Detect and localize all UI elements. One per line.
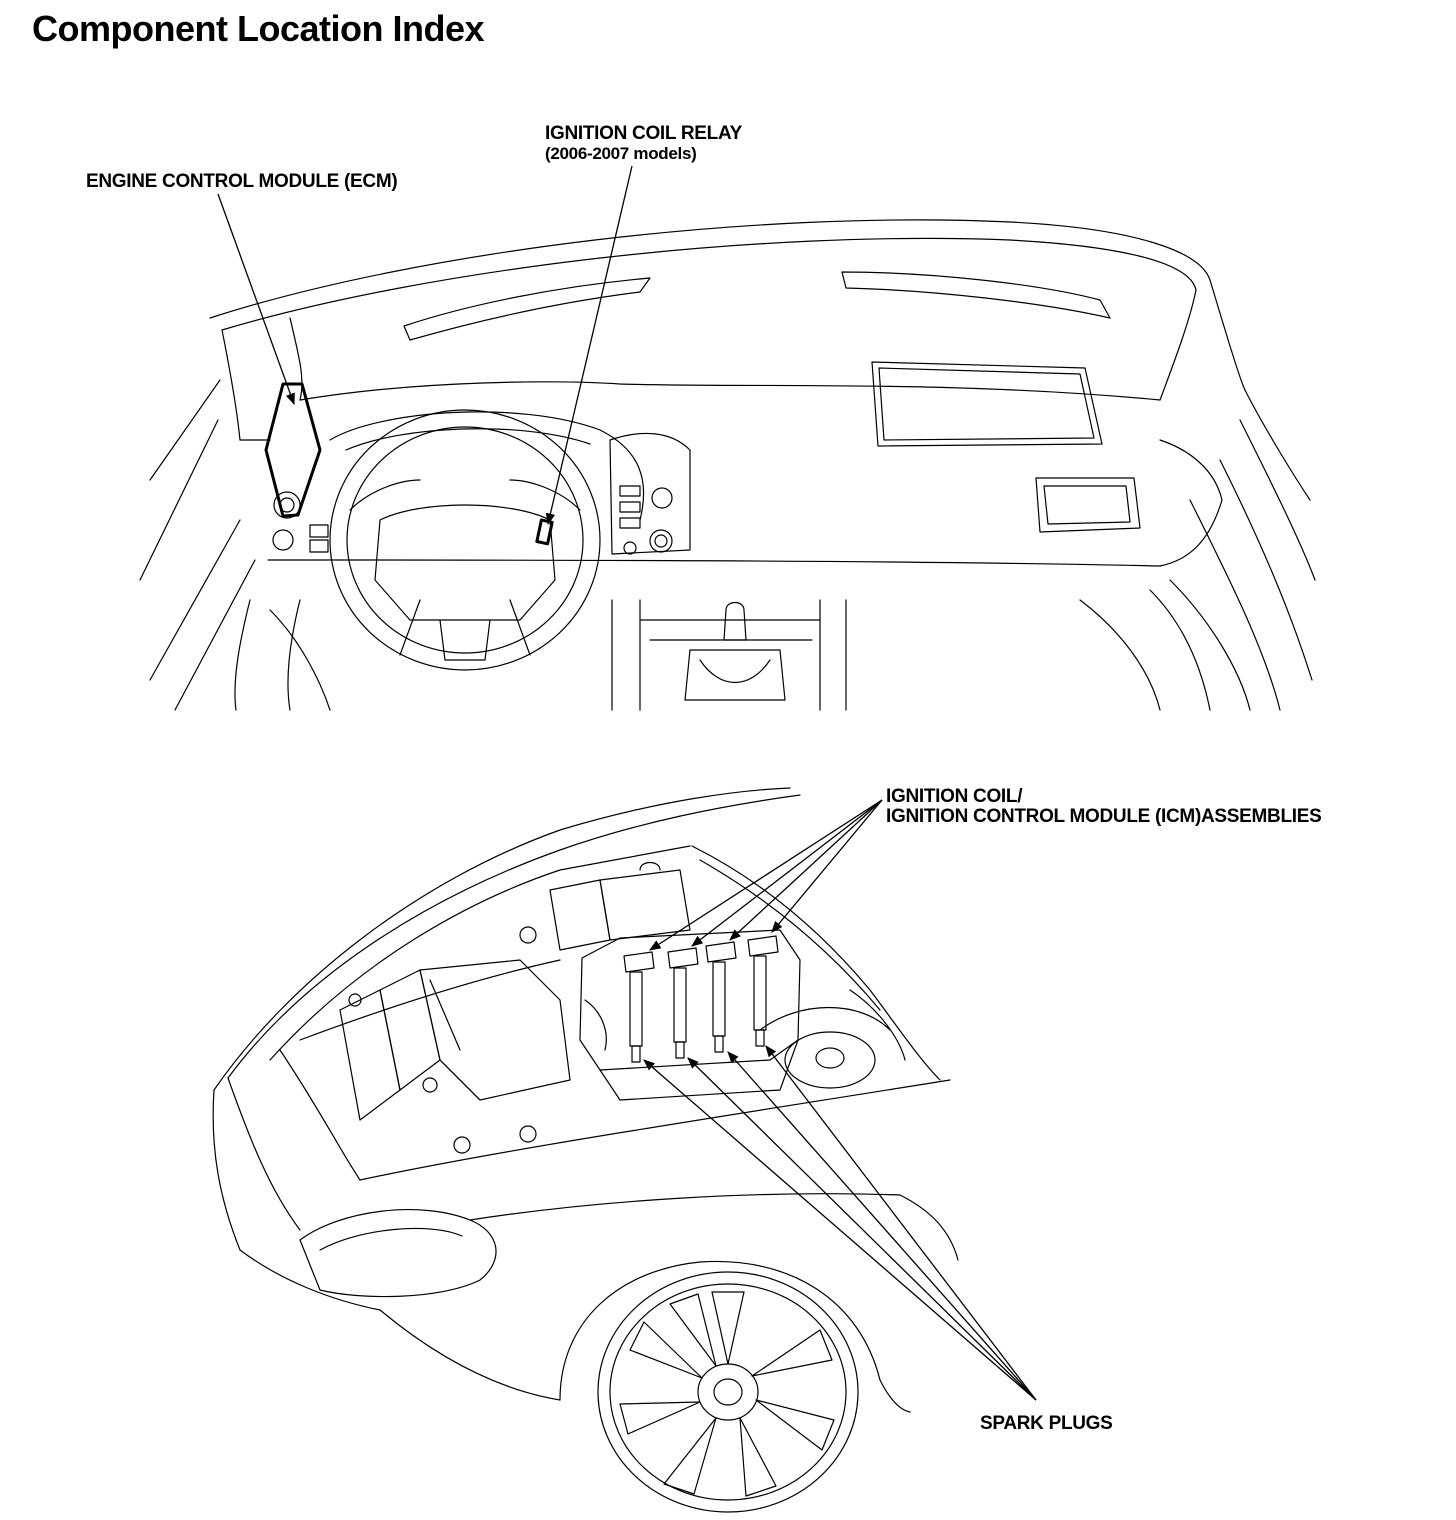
page-title: Component Location Index [32, 8, 485, 49]
ecm-label: ENGINE CONTROL MODULE (ECM) [86, 171, 398, 192]
spark-plug-tips [632, 1030, 764, 1062]
relay-label-line2: (2006-2007 models) [545, 144, 697, 163]
coil-label-line1: IGNITION COIL/ [886, 786, 1023, 807]
ecm-outline [266, 384, 320, 516]
ecm-label-text: ENGINE CONTROL MODULE (ECM) [86, 171, 398, 192]
spark-label-text: SPARK PLUGS [980, 1413, 1113, 1434]
ignition-coils [624, 936, 778, 1046]
spark-plugs-label: SPARK PLUGS [980, 1414, 1113, 1434]
ignition-coil-relay-label: IGNITION COIL RELAY (2006-2007 models) [545, 124, 742, 164]
wheel-spokes [620, 1292, 834, 1496]
dashboard-illustration [140, 166, 1315, 710]
coil-label-line2: IGNITION CONTROL MODULE (ICM)ASSEMBLIES [886, 806, 1322, 827]
relay-label-line1: IGNITION COIL RELAY [545, 123, 742, 144]
ignition-coil-icm-label: IGNITION COIL/ IGNITION CONTROL MODULE (… [886, 787, 1322, 827]
engine-bay-illustration [213, 788, 1036, 1512]
